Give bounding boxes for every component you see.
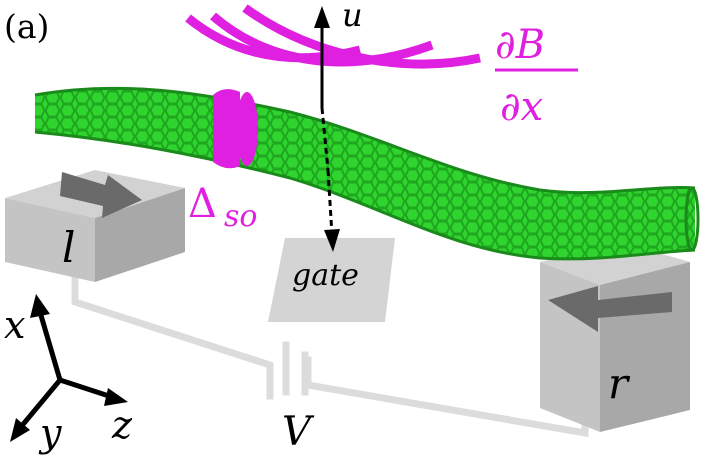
label-u: u bbox=[342, 0, 363, 34]
wire-left bbox=[71, 274, 274, 400]
coordinate-axes bbox=[10, 294, 128, 442]
left-box-front bbox=[5, 198, 95, 282]
label-dx: ∂x bbox=[500, 84, 543, 130]
label-dB: ∂B bbox=[495, 22, 545, 68]
spin-orbit-ring-icon bbox=[213, 89, 258, 169]
label-gate: gate bbox=[292, 258, 359, 293]
label-l: l bbox=[62, 223, 75, 272]
field-gradient-arcs-icon bbox=[185, 4, 481, 69]
nanotube-outline bbox=[34, 86, 696, 261]
label-r: r bbox=[608, 359, 631, 408]
label-delta: Δ bbox=[188, 181, 217, 227]
displacement-arrow bbox=[314, 6, 340, 252]
magnetization-arrow-left-icon bbox=[60, 172, 142, 218]
right-box-front bbox=[540, 262, 600, 432]
left-box-side bbox=[95, 188, 185, 282]
label-delta-subscript: so bbox=[224, 199, 257, 234]
panel-label: (a) bbox=[4, 7, 49, 46]
axis-label-x: x bbox=[4, 303, 25, 347]
label-V: V bbox=[282, 409, 315, 455]
magnetization-arrow-right-icon bbox=[548, 286, 672, 332]
axis-label-y: y bbox=[38, 411, 62, 455]
gate-electrode bbox=[268, 238, 395, 322]
axis-label-z: z bbox=[111, 403, 133, 447]
nanotube-end-right bbox=[684, 186, 700, 252]
